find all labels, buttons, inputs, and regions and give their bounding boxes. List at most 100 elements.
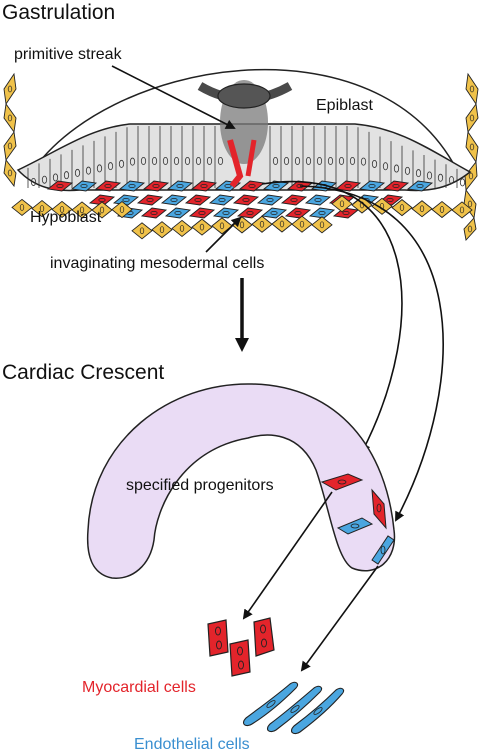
- mesoderm-blue-cell: [70, 180, 98, 192]
- primitive-streak: [197, 80, 293, 188]
- hypoblast-cell: [31, 200, 53, 218]
- epiblast-nucleus: [217, 156, 224, 165]
- right-hypoblast-chain: [463, 72, 479, 241]
- hypoblast-cell: [291, 215, 313, 233]
- epiblast-nucleus: [426, 171, 433, 180]
- hypoblast-cell: [371, 197, 393, 215]
- mesoderm-red-cell: [382, 180, 410, 192]
- endothelial-differentiation-arrow: [300, 565, 379, 672]
- hypoblast-side-cell: [463, 217, 477, 241]
- hypoblast-cell: [451, 201, 473, 219]
- hypoblast-side-cell: [465, 102, 479, 134]
- mesoderm-red-cell: [94, 180, 122, 192]
- epiblast-nucleus: [459, 178, 466, 187]
- epiblast-nucleus: [294, 156, 301, 165]
- myocardial-cell: [253, 617, 275, 657]
- hypoblast-cell: [391, 199, 413, 217]
- epiblast-nucleus: [338, 156, 345, 165]
- epiblast-cells: [27, 126, 466, 188]
- epiblast-nucleus: [382, 162, 389, 171]
- epiblast-nucleus: [437, 173, 444, 182]
- invaginating-label: invaginating mesodermal cells: [50, 255, 264, 272]
- mesoderm-blue-cell: [160, 194, 188, 206]
- myocardial-progenitor: [371, 488, 387, 530]
- epiblast-nucleus: [327, 156, 334, 165]
- endothelial-cell: [291, 687, 345, 735]
- mesoderm-red-cell: [280, 194, 308, 206]
- mesoderm-blue-cell: [112, 194, 140, 206]
- epiblast-nucleus: [173, 156, 180, 165]
- hypoblast-cell: [311, 216, 333, 234]
- hypoblast-cell: [111, 201, 133, 219]
- mesoderm-blue-cell: [166, 180, 194, 192]
- hypoblast-cell: [211, 217, 233, 235]
- epiblast-nucleus: [151, 156, 158, 165]
- epiblast-nucleus: [63, 171, 70, 180]
- mesoderm-blue-cell: [304, 194, 332, 206]
- primitive-streak-label: primitive streak: [14, 46, 123, 63]
- cardiac-crescent-shape: [86, 383, 396, 579]
- myocardial-cells-label: Myocardial cells: [82, 679, 196, 696]
- hypoblast-side-cell: [3, 72, 17, 106]
- mesoderm-red-cell: [334, 180, 362, 192]
- invaginating-arrow: [205, 216, 242, 253]
- migration-curve-endothelial: [299, 185, 444, 522]
- mesoderm-red-cell: [232, 194, 260, 206]
- epiblast-nucleus: [316, 156, 323, 165]
- mesoderm-blue-cell: [164, 207, 192, 219]
- epiblast-nucleus: [272, 156, 279, 165]
- epiblast-nucleus: [52, 173, 59, 182]
- mesoderm-blue-cell: [358, 180, 386, 192]
- epiblast-nucleus: [129, 157, 136, 166]
- epiblast-nucleus: [349, 156, 356, 165]
- epiblast-nucleus: [371, 159, 378, 168]
- mesoderm-red-cell: [332, 207, 360, 219]
- hypoblast-label: Hypoblast: [30, 209, 102, 226]
- hypoblast-cell: [131, 222, 153, 240]
- epiblast-nucleus: [85, 166, 92, 175]
- epiblast-nucleus: [283, 156, 290, 165]
- mesoderm-red-cell: [284, 207, 312, 219]
- epiblast-label: Epiblast: [316, 97, 373, 114]
- hypoblast-side-cell: [3, 102, 17, 134]
- endothelial-cells: [243, 681, 345, 735]
- gastrulation-title: Gastrulation: [2, 1, 115, 24]
- myocardial-cell: [207, 619, 229, 657]
- epiblast-nucleus: [404, 166, 411, 175]
- epiblast-nucleus: [41, 175, 48, 184]
- endothelial-progenitor: [336, 517, 374, 535]
- hypoblast-cell: [231, 216, 253, 234]
- mesoderm-blue-cell: [406, 180, 434, 192]
- mesoderm-red-cell: [46, 180, 74, 192]
- endothelial-progenitor: [371, 535, 395, 565]
- mesoderm-blue-cell: [118, 180, 146, 192]
- hypoblast-cell: [151, 221, 173, 239]
- mesoderm-blue-cell: [256, 194, 284, 206]
- mesoderm-red-cell: [236, 207, 264, 219]
- hypoblast-cell: [331, 195, 353, 213]
- amnion-outline: [27, 68, 461, 179]
- progenitor-cells: [320, 473, 395, 565]
- hypoblast-side-cell: [3, 130, 17, 162]
- mesoderm-blue-cell: [262, 180, 290, 192]
- epiblast-nucleus: [74, 168, 81, 177]
- endothelial-cells-label: Endothelial cells: [134, 736, 250, 752]
- hypoblast-cell: [251, 215, 273, 233]
- primitive-streak-arrow: [111, 65, 236, 129]
- hypoblast-side-cell: [465, 130, 479, 164]
- myocardial-cells: [207, 617, 275, 677]
- mesoderm-blue-cell: [308, 207, 336, 219]
- epiblast-nucleus: [448, 176, 455, 185]
- epiblast-nucleus: [206, 156, 213, 165]
- epiblast-nucleus: [96, 164, 103, 173]
- epiblast-nucleus: [415, 169, 422, 178]
- epiblast-nucleus: [107, 162, 114, 171]
- mesoderm-cells: [46, 180, 434, 219]
- hypoblast-cell: [171, 219, 193, 238]
- specified-progenitors-label: specified progenitors: [126, 477, 274, 494]
- epiblast-nucleus: [360, 157, 367, 166]
- mesoderm-blue-cell: [212, 207, 240, 219]
- mesoderm-red-cell: [184, 194, 212, 206]
- hypoblast-cell: [191, 218, 213, 236]
